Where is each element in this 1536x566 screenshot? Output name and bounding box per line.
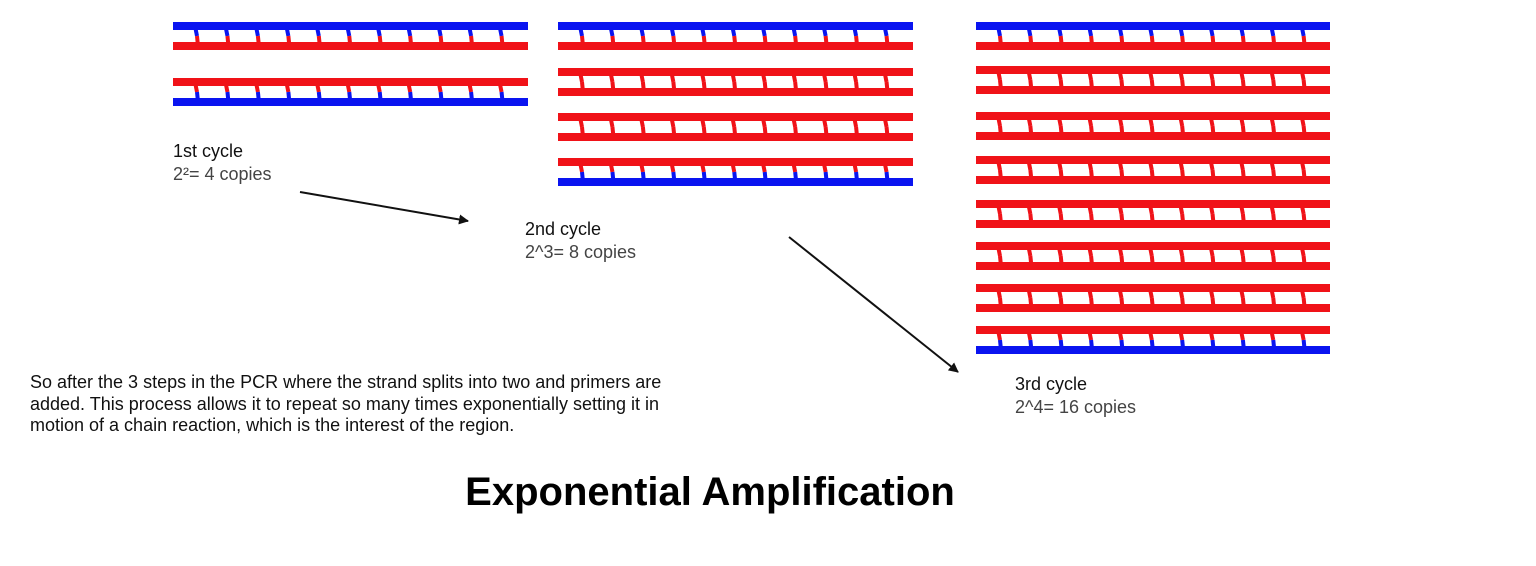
- dna-strand-top: [558, 68, 913, 76]
- dna-strand-top: [976, 242, 1330, 250]
- dna-duplex: [976, 326, 1330, 354]
- dna-strand-bottom: [976, 262, 1330, 270]
- dna-strand-top: [976, 66, 1330, 74]
- dna-strand-top: [976, 326, 1330, 334]
- description-text: So after the 3 steps in the PCR where th…: [30, 372, 662, 435]
- dna-strand-top: [976, 22, 1330, 30]
- dna-strand-top: [558, 22, 913, 30]
- cycle-3-title: 3rd cycle: [1015, 374, 1088, 394]
- dna-duplex: [976, 200, 1330, 228]
- dna-strand-top: [976, 200, 1330, 208]
- dna-strand-bottom: [173, 98, 528, 106]
- dna-strand-bottom: [558, 178, 913, 186]
- dna-duplex: [173, 22, 528, 50]
- dna-duplex: [558, 68, 913, 96]
- cycle-1-label: 1st cycle 2²= 4 copies: [173, 140, 272, 186]
- cycle-2-label: 2nd cycle 2^3= 8 copies: [525, 218, 636, 264]
- arrow-cycle1-to-cycle2: [299, 191, 469, 225]
- dna-strand-bottom: [976, 132, 1330, 140]
- dna-strand-bottom: [976, 220, 1330, 228]
- cycle-3-copies: 2^4= 16 copies: [1015, 397, 1137, 417]
- cycle-1-copies: 2²= 4 copies: [173, 164, 272, 184]
- dna-duplex: [976, 112, 1330, 140]
- cycle-3-dna: [976, 22, 1330, 354]
- cycle-1-title: 1st cycle: [173, 141, 244, 161]
- dna-strand-bottom: [558, 133, 913, 141]
- dna-strand-bottom: [173, 42, 528, 50]
- dna-strand-bottom: [976, 176, 1330, 184]
- dna-duplex: [976, 242, 1330, 270]
- dna-duplex: [558, 22, 913, 50]
- dna-strand-bottom: [976, 86, 1330, 94]
- cycle-2-copies: 2^3= 8 copies: [525, 242, 637, 262]
- dna-strand-top: [976, 112, 1330, 120]
- dna-strand-bottom: [558, 42, 913, 50]
- dna-duplex: [976, 66, 1330, 94]
- dna-strand-bottom: [558, 88, 913, 96]
- dna-strand-bottom: [976, 42, 1330, 50]
- cycle-3-label: 3rd cycle 2^4= 16 copies: [1015, 373, 1136, 419]
- arrow-cycle2-to-cycle3: [788, 236, 959, 373]
- dna-duplex: [976, 156, 1330, 184]
- dna-duplex: [976, 22, 1330, 50]
- dna-strand-top: [976, 156, 1330, 164]
- arrows: [299, 191, 959, 373]
- page-title: Exponential Amplification: [465, 470, 955, 514]
- dna-duplex: [173, 78, 528, 106]
- dna-strand-bottom: [976, 346, 1330, 354]
- dna-duplex-groups: [173, 22, 1330, 354]
- dna-strand-top: [558, 113, 913, 121]
- dna-strand-top: [558, 158, 913, 166]
- dna-duplex: [976, 284, 1330, 312]
- cycle-2-title: 2nd cycle: [525, 219, 602, 239]
- dna-strand-top: [173, 22, 528, 30]
- dna-duplex: [558, 113, 913, 141]
- dna-duplex: [558, 158, 913, 186]
- dna-strand-bottom: [976, 304, 1330, 312]
- dna-strand-top: [173, 78, 528, 86]
- cycle-2-dna: [558, 22, 913, 186]
- dna-strand-top: [976, 284, 1330, 292]
- cycle-1-dna: [173, 22, 528, 106]
